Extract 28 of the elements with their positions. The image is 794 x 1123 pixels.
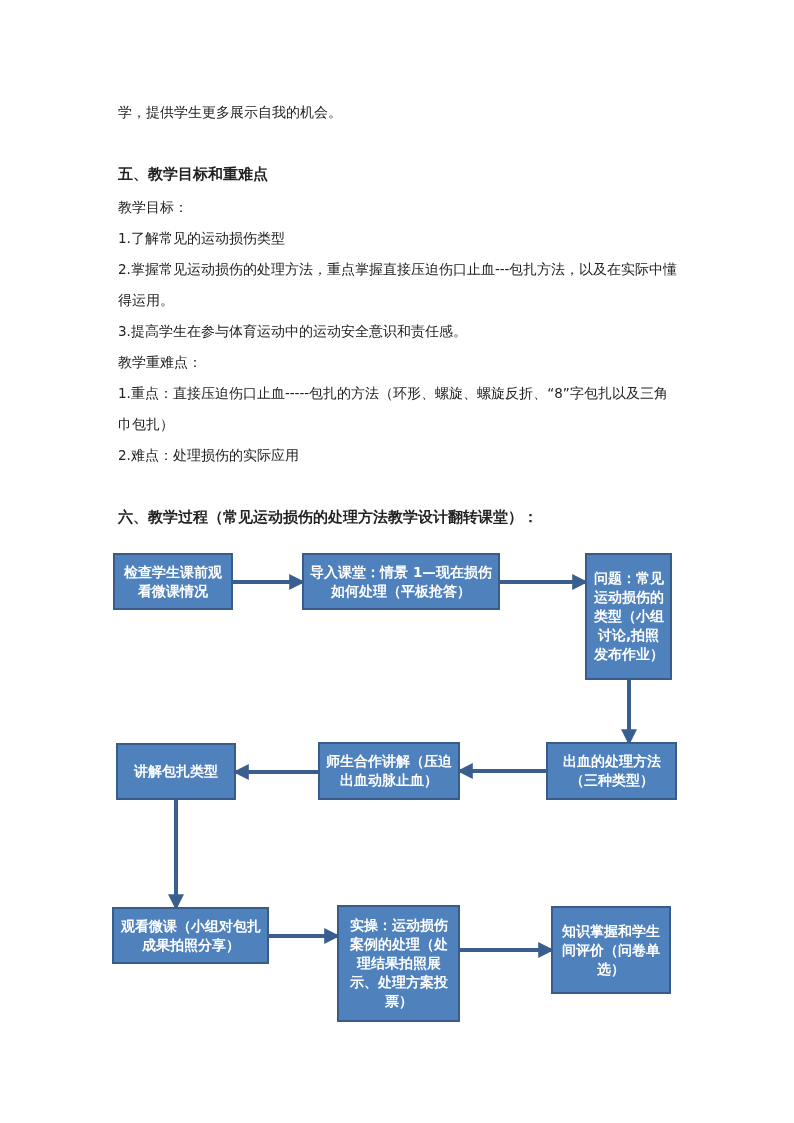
paragraph: 学，提供学生更多展示自我的机会。 <box>118 103 343 122</box>
process-box <box>112 907 269 964</box>
process-box <box>318 742 460 800</box>
section-heading: 六、教学过程（常见运动损伤的处理方法教学设计翻转课堂）： <box>118 508 539 527</box>
paragraph: 1.了解常见的运动损伤类型 <box>118 229 286 248</box>
process-box <box>113 553 233 610</box>
process-box <box>546 742 677 800</box>
process-box <box>116 743 236 800</box>
paragraph: 3.提高学生在参与体育运动中的运动安全意识和责任感。 <box>118 322 468 341</box>
step-text: 出血的处理方法（三种类型） <box>561 752 662 790</box>
step-text: 师生合作讲解（压迫出血动脉止血） <box>325 752 453 790</box>
step-text: 讲解包扎类型 <box>133 762 219 781</box>
step-text: 检查学生课前观看微课情况 <box>123 562 223 601</box>
paragraph: 1.重点：直接压迫伤口止血-----包扎的方法（环形、螺旋、螺旋反折、“8”字包扎以及三角巾包扎） <box>118 384 669 434</box>
process-box <box>585 553 672 680</box>
paragraph: 教学重难点： <box>118 353 203 372</box>
step-text: 知识掌握和学生间评价（问卷单选） <box>561 921 661 979</box>
paragraph: 教学目标： <box>118 198 189 217</box>
section-heading: 五、教学目标和重难点 <box>118 165 269 184</box>
step-text: 导入课堂：情景 1—现在损伤如何处理（平板抢答） <box>309 562 493 601</box>
step-text: 问题：常见运动损伤的类型（小组讨论,拍照发布作业） <box>592 569 665 664</box>
process-box <box>337 905 460 1022</box>
step-text: 观看微课（小组对包扎成果拍照分享） <box>119 916 262 955</box>
paragraph: 2.掌握常见运动损伤的处理方法，重点掌握直接压迫伤口止血---包扎方法，以及在实际中懂得运用。 <box>118 260 678 310</box>
step-text: 实操：运动损伤案例的处理（处理结果拍照展示、处理方案投票） <box>348 916 449 1011</box>
process-box <box>551 906 671 994</box>
process-box <box>302 553 500 610</box>
paragraph: 2.难点：处理损伤的实际应用 <box>118 446 300 465</box>
